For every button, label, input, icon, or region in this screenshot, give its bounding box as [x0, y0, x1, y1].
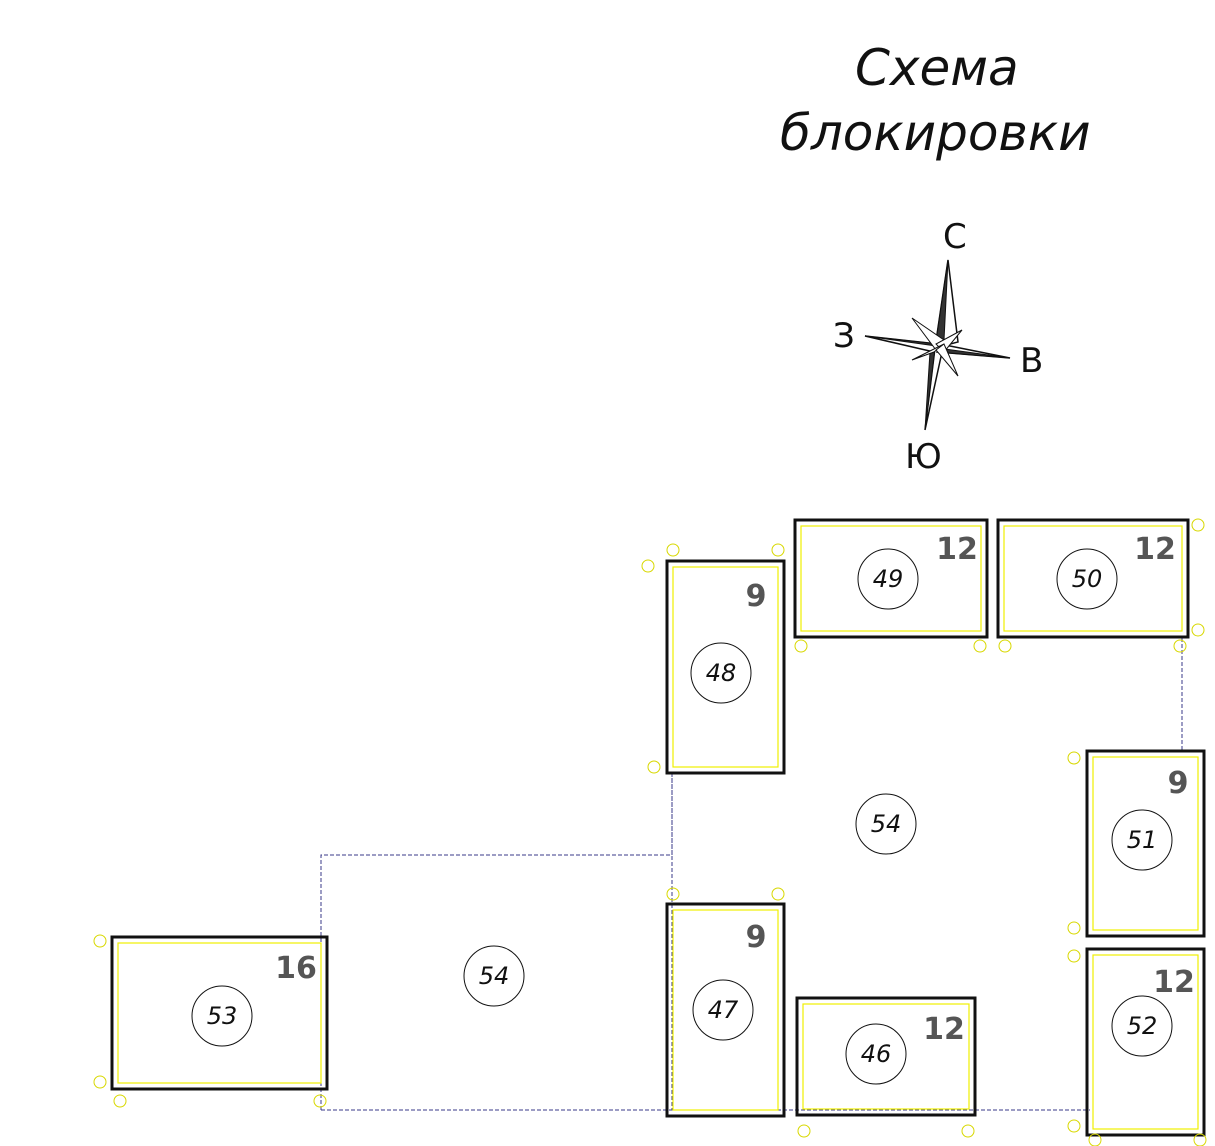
block-outline [110, 935, 329, 1091]
axis-marker [1067, 921, 1081, 935]
axis-marker [666, 543, 680, 557]
axis-marker [771, 887, 785, 901]
block-outline [1085, 947, 1206, 1137]
block-number-circle [1111, 809, 1173, 871]
block-number-circle [191, 985, 253, 1047]
axis-marker [771, 543, 785, 557]
block-number-circle [857, 548, 919, 610]
block-number: 46 [861, 1040, 892, 1068]
axis-marker [1067, 751, 1081, 765]
axis-marker [666, 887, 680, 901]
block-number-circle [1111, 995, 1173, 1057]
axis-marker [1193, 1133, 1207, 1146]
axis-marker [1067, 949, 1081, 963]
block-number-circle [1056, 548, 1118, 610]
axis-marker [973, 639, 987, 653]
block-inner-outline [802, 1003, 970, 1110]
block-inner-outline [1003, 525, 1183, 632]
block-size-label: 12 [1134, 532, 1176, 567]
compass-star-icon [864, 259, 1011, 431]
block-inner-outline [1092, 954, 1199, 1130]
block-number: 49 [873, 565, 904, 593]
block-inner-outline [672, 566, 779, 768]
boundary-line-left [320, 772, 673, 1110]
block-51[interactable]: 51 9 [1067, 749, 1206, 938]
block-46[interactable]: 46 12 [795, 996, 977, 1138]
block-inner-outline [117, 942, 322, 1084]
block-outline [665, 559, 786, 775]
axis-marker [794, 639, 808, 653]
axis-marker [93, 934, 107, 948]
axis-marker [113, 1094, 127, 1108]
area-number: 54 [871, 810, 902, 838]
axis-marker [1067, 1119, 1081, 1133]
block-outline [1085, 749, 1206, 938]
block-number: 53 [207, 1002, 238, 1030]
block-47[interactable]: 47 9 [665, 887, 786, 1118]
axis-marker [93, 1075, 107, 1089]
axis-marker [647, 760, 661, 774]
title-line-2: блокировки [780, 104, 1091, 162]
block-size-label: 12 [1153, 965, 1195, 1000]
block-number-circle [692, 979, 754, 1041]
compass-rose: С Ю З В [833, 217, 1043, 477]
boundary-lines [320, 638, 1183, 1111]
axis-marker [1173, 639, 1187, 653]
block-number: 47 [708, 996, 739, 1024]
block-number: 48 [706, 659, 737, 687]
block-inner-outline [672, 909, 779, 1111]
axis-marker [961, 1124, 975, 1138]
area-54-lower[interactable]: 54 [463, 945, 525, 1007]
block-outline [795, 996, 977, 1117]
compass-south-label: Ю [905, 437, 942, 477]
title-line-1: Схема [855, 39, 1019, 97]
block-size-label: 16 [275, 951, 317, 986]
axis-marker [797, 1124, 811, 1138]
area-54-upper[interactable]: 54 [855, 793, 917, 855]
block-48[interactable]: 48 9 [641, 543, 786, 775]
block-number: 50 [1072, 565, 1103, 593]
axis-marker [313, 1094, 327, 1108]
block-inner-outline [1092, 756, 1199, 931]
area-number-circle [463, 945, 525, 1007]
block-size-label: 12 [923, 1012, 965, 1047]
block-53[interactable]: 53 16 [93, 934, 329, 1108]
block-outline [793, 518, 989, 639]
compass-west-label: З [833, 316, 855, 356]
axis-marker [1088, 1133, 1102, 1146]
block-49[interactable]: 49 12 [793, 518, 989, 653]
area-number: 54 [479, 962, 510, 990]
block-size-label: 12 [936, 532, 978, 567]
block-size-label: 9 [746, 579, 767, 614]
axis-marker [1191, 518, 1205, 532]
block-number: 52 [1127, 1012, 1158, 1040]
axis-marker [998, 639, 1012, 653]
block-size-label: 9 [746, 920, 767, 955]
block-number-circle [845, 1023, 907, 1085]
area-number-circle [855, 793, 917, 855]
block-inner-outline [800, 525, 982, 632]
axis-marker [1191, 623, 1205, 637]
block-size-label: 9 [1168, 766, 1189, 801]
block-outline [665, 902, 786, 1118]
block-52[interactable]: 52 12 [1067, 947, 1207, 1146]
axis-marker [641, 559, 655, 573]
compass-east-label: В [1020, 341, 1043, 381]
block-50[interactable]: 50 12 [996, 518, 1205, 653]
block-outline [996, 518, 1190, 639]
block-number-circle [690, 642, 752, 704]
compass-north-label: С [943, 217, 967, 257]
block-number: 51 [1127, 826, 1158, 854]
